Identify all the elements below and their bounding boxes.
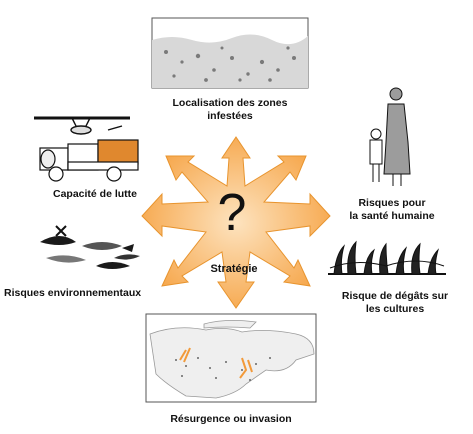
label-control-capacity: Capacité de lutte — [52, 188, 138, 200]
crop-damage-illustration — [328, 240, 446, 275]
question-mark: ? — [218, 184, 247, 242]
strategy-label: Stratégie — [210, 263, 257, 275]
environmental-risk-illustration — [40, 225, 140, 269]
label-environmental-risks: Risques environnementaux — [4, 287, 142, 299]
control-capacity-illustration — [34, 116, 139, 182]
label-resurgence-invasion: Résurgence ou invasion — [170, 413, 292, 425]
infested-zones-illustration — [151, 17, 309, 89]
star-shape — [141, 136, 331, 309]
human-health-illustration — [369, 87, 411, 186]
label-human-health: Risques pour la santé humaine — [349, 197, 435, 222]
invasion-map-illustration — [145, 313, 317, 403]
label-crop-damage: Risque de dégâts sur les cultures — [341, 290, 449, 315]
label-infested-zones: Localisation des zones infestées — [172, 97, 288, 122]
